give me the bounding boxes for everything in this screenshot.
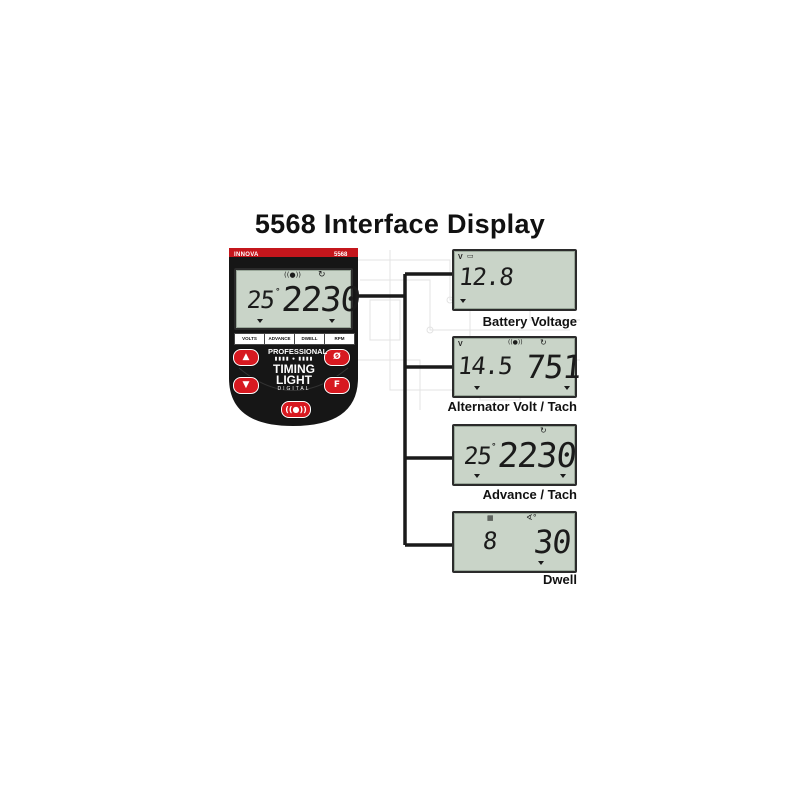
indicator-marker xyxy=(329,319,335,323)
zero-button[interactable]: Ø xyxy=(324,349,350,366)
timing-light-icon: ((●)) xyxy=(508,339,523,346)
mode-volts[interactable]: VOLTS xyxy=(235,334,265,344)
indicator-marker xyxy=(474,474,480,478)
model-number: 5568 xyxy=(334,252,348,258)
battery-icon: ▭ xyxy=(467,252,474,260)
battery-voltage-readout: 12.8 xyxy=(457,263,515,291)
rpm-rotate-icon: ↻ xyxy=(540,338,547,347)
tach-rpm-readout: 751 xyxy=(524,348,583,386)
mode-rpm[interactable]: RPM xyxy=(334,336,345,341)
timing-light-icon: ((●)) xyxy=(285,405,307,414)
indicator-marker xyxy=(560,474,566,478)
label-dwell: Dwell xyxy=(543,572,577,587)
alternator-voltage-readout: 14.5 xyxy=(456,352,514,380)
cylinder-readout: 8 xyxy=(481,527,498,555)
screen-alternator-volt-tach: V ((●)) ↻ 14.5 751 xyxy=(452,336,583,398)
volt-indicator: V xyxy=(458,341,463,348)
indicator-marker xyxy=(257,319,263,323)
label-battery-voltage: Battery Voltage xyxy=(482,314,577,329)
screen-battery-voltage: V ▭ 12.8 xyxy=(452,249,577,311)
rpm-rotate-icon: ↻ xyxy=(540,426,547,435)
rpm-rotate-icon: ↻ xyxy=(318,270,326,280)
volt-indicator: V xyxy=(458,254,463,261)
tach-rpm-readout: 2230 xyxy=(495,436,578,476)
brand-logo: INNOVA xyxy=(234,252,259,258)
indicator-marker xyxy=(564,386,570,390)
page-title: 5568 Interface Display xyxy=(254,209,546,239)
screen-advance-tach: ↻ 25 ° 2230 xyxy=(452,424,578,486)
product-logo: PROFESSIONAL ▮▮▮▮ ● ▮▮▮▮ TIMING LIGHT DI… xyxy=(268,347,328,392)
mode-selector-strip: VOLTS ADVANCE DWELL RPM xyxy=(234,333,355,345)
cylinder-icon: ▦ xyxy=(487,514,494,522)
indicator-marker xyxy=(538,561,544,565)
degree-symbol: ° xyxy=(492,441,496,451)
label-alternator-volt-tach: Alternator Volt / Tach xyxy=(447,399,577,414)
function-button[interactable]: F xyxy=(324,377,350,394)
advance-readout: 25 xyxy=(462,442,493,470)
device-lcd: ((●)) ↻ 25 ° 2230 xyxy=(234,268,362,330)
dwell-readout: 30 xyxy=(532,523,573,561)
mode-advance[interactable]: ADVANCE xyxy=(265,334,295,344)
down-button[interactable]: ▼ xyxy=(233,377,259,394)
device-temp-readout: 25 xyxy=(245,286,276,314)
device-rpm-readout: 2230 xyxy=(279,280,362,320)
indicator-marker xyxy=(460,299,466,303)
label-advance-tach: Advance / Tach xyxy=(482,487,577,502)
trigger-button[interactable]: ((●)) xyxy=(281,401,311,418)
dwell-angle-icon: ∢° xyxy=(526,513,537,522)
mode-dwell[interactable]: DWELL xyxy=(295,334,325,344)
logo-decoration: ▮▮▮▮ ● ▮▮▮▮ xyxy=(274,356,314,362)
indicator-marker xyxy=(474,386,480,390)
degree-symbol: ° xyxy=(276,286,280,296)
up-button[interactable]: ▲ xyxy=(233,349,259,366)
timing-light-icon: ((●)) xyxy=(284,271,302,279)
screen-dwell: ▦ ∢° 8 30 xyxy=(452,511,577,573)
